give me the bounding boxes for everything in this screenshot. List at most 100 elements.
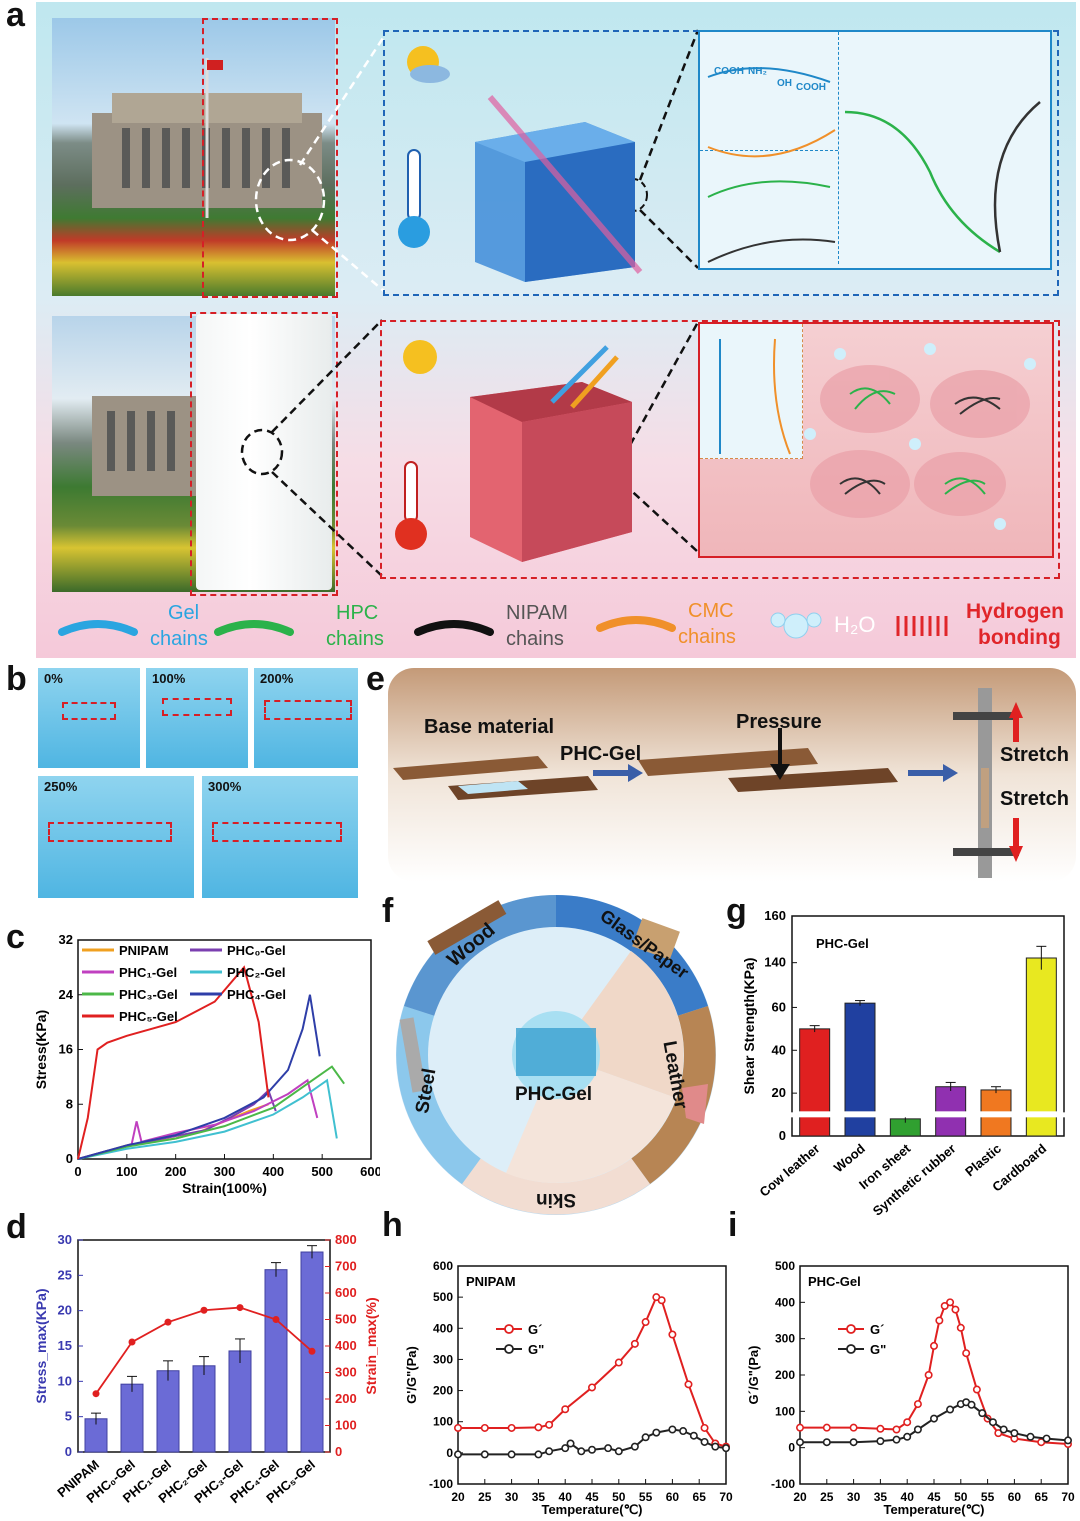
data-point [668, 1330, 677, 1339]
cool-molecular-divider-h [700, 150, 838, 151]
y-tick-label: 300 [433, 1352, 453, 1366]
strain-point [128, 1338, 136, 1346]
x-tick-label: 40 [559, 1490, 573, 1504]
data-point [534, 1450, 543, 1459]
cool-molecular-diagram: COOH NH₂ OH COOH [707, 66, 1041, 263]
x-tick-label: 35 [874, 1490, 888, 1504]
zoom-box-bottom [190, 312, 338, 596]
x-tick-label: Wood [831, 1141, 868, 1176]
data-point [988, 1418, 997, 1427]
panel-letter-h: h [382, 1206, 403, 1244]
data-point [892, 1425, 901, 1434]
nipam-chain-swatch [414, 620, 494, 636]
strain-point [236, 1304, 244, 1312]
data-point [795, 1423, 804, 1432]
bar-0 [799, 1028, 831, 1137]
plot-frame [791, 915, 1065, 1137]
label-base-material: Base material [424, 716, 555, 738]
y-tick-label: 10 [58, 1373, 72, 1388]
x-tick-label: 20 [793, 1490, 807, 1504]
legend-label-0: PNIPAM [119, 943, 169, 958]
panel-letter-d: d [6, 1208, 27, 1246]
x-tick-label: 35 [532, 1490, 546, 1504]
y2-tick-label: 600 [335, 1285, 357, 1300]
bar-1 [120, 1383, 144, 1453]
legend-label-5: PHC₄-Gel [227, 987, 286, 1002]
y2-tick-label: 400 [335, 1338, 357, 1353]
y2-tick-label: 700 [335, 1259, 357, 1274]
data-point [453, 1423, 462, 1432]
chem-nh2: NH₂ [748, 66, 767, 77]
series-line-0 [800, 1300, 1069, 1446]
x-tick-label: 50 [954, 1490, 968, 1504]
wheel-center-label: PHC-Gel [515, 1084, 593, 1105]
legend-marker-0 [504, 1324, 514, 1334]
y2-tick-label: 300 [335, 1365, 357, 1380]
thermometer-cold-icon [398, 149, 430, 248]
y-tick-label: 32 [59, 932, 73, 947]
data-point [566, 1439, 575, 1448]
data-point [795, 1438, 804, 1447]
white-film-panel [196, 314, 332, 590]
y-tick-label: 500 [433, 1290, 453, 1304]
data-point [545, 1420, 554, 1429]
data-point [588, 1383, 597, 1392]
x-tick-label: Plastic [962, 1141, 1004, 1179]
x-tick-label: 50 [612, 1490, 626, 1504]
legend-cmc-l2: chains [678, 626, 736, 648]
data-point [480, 1423, 489, 1432]
stretch-label-300: 300% [208, 779, 242, 794]
data-point [913, 1400, 922, 1409]
strain-point [92, 1390, 100, 1398]
stretch-label-0: 0% [44, 671, 63, 686]
legend-marker-1 [504, 1344, 514, 1354]
strain-point [308, 1347, 316, 1355]
stretch-label-100: 100% [152, 671, 186, 686]
data-point [534, 1423, 543, 1432]
y-tick-label: 0 [446, 1446, 453, 1460]
data-point [946, 1298, 955, 1307]
x-tick-label: 65 [1035, 1490, 1049, 1504]
bar-5 [264, 1269, 288, 1453]
data-point [721, 1444, 730, 1453]
chem-cooh-2: COOH [796, 82, 826, 93]
y-tick-label: 0 [788, 1441, 795, 1455]
legend-label-1: G" [870, 1342, 886, 1357]
y-tick-label: 16 [59, 1042, 73, 1057]
strain-point [200, 1306, 208, 1314]
chart-annotation: PHC-Gel [808, 1274, 861, 1289]
data-point [652, 1428, 661, 1437]
legend-label-2: PHC₁-Gel [119, 965, 177, 980]
series-line-6 [77, 965, 270, 1160]
legend-gel-l2: chains [150, 628, 208, 650]
y-tick-label: 200 [433, 1384, 453, 1398]
series-line-0 [458, 1295, 727, 1448]
building-illustration [92, 58, 322, 218]
data-point [453, 1450, 462, 1459]
x-tick-label: 25 [820, 1490, 834, 1504]
data-point [849, 1438, 858, 1447]
panel-letter-b: b [6, 660, 27, 698]
data-point [1037, 1438, 1046, 1447]
x-axis-label: Temperature(℃) [883, 1502, 984, 1517]
y-tick-label: 20 [772, 1085, 786, 1100]
data-point [684, 1380, 693, 1389]
gel-chain-swatch [58, 620, 138, 636]
x-tick-label: 30 [847, 1490, 861, 1504]
data-point [1063, 1436, 1072, 1445]
thermometer-hot-icon [395, 461, 427, 550]
y-tick-label: 15 [58, 1338, 72, 1353]
hydrogen-bond-icon [896, 616, 948, 636]
data-point [630, 1339, 639, 1348]
panel-letter-g: g [726, 892, 747, 930]
data-point [588, 1445, 597, 1454]
plot-frame [799, 1265, 1069, 1485]
y2-tick-label: 200 [335, 1391, 357, 1406]
data-point [507, 1450, 516, 1459]
y-tick-label: 24 [59, 987, 74, 1002]
x-tick-label: 30 [505, 1490, 519, 1504]
warm-state-box [380, 320, 1060, 579]
x-tick-label: 65 [693, 1490, 707, 1504]
warm-molecular-divider [700, 324, 803, 459]
y-tick-label: 500 [775, 1259, 795, 1273]
